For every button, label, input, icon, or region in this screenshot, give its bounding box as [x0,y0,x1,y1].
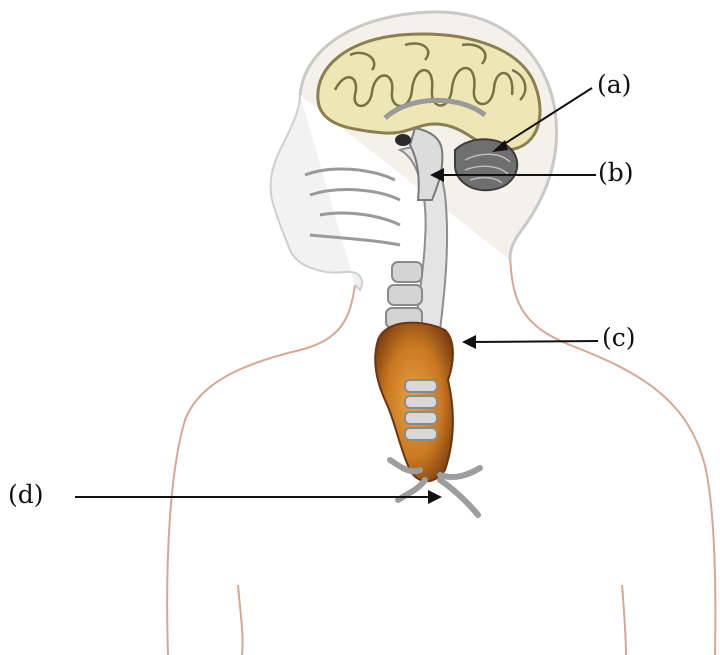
label-c: (c) [602,325,636,350]
cerebellum-icon [455,139,517,190]
label-b: (b) [598,160,634,185]
vertebrae [386,262,422,328]
pointer-d [75,490,442,504]
hypothalamus-icon [395,134,411,146]
label-d: (d) [8,482,44,507]
label-a: (a) [597,72,631,97]
